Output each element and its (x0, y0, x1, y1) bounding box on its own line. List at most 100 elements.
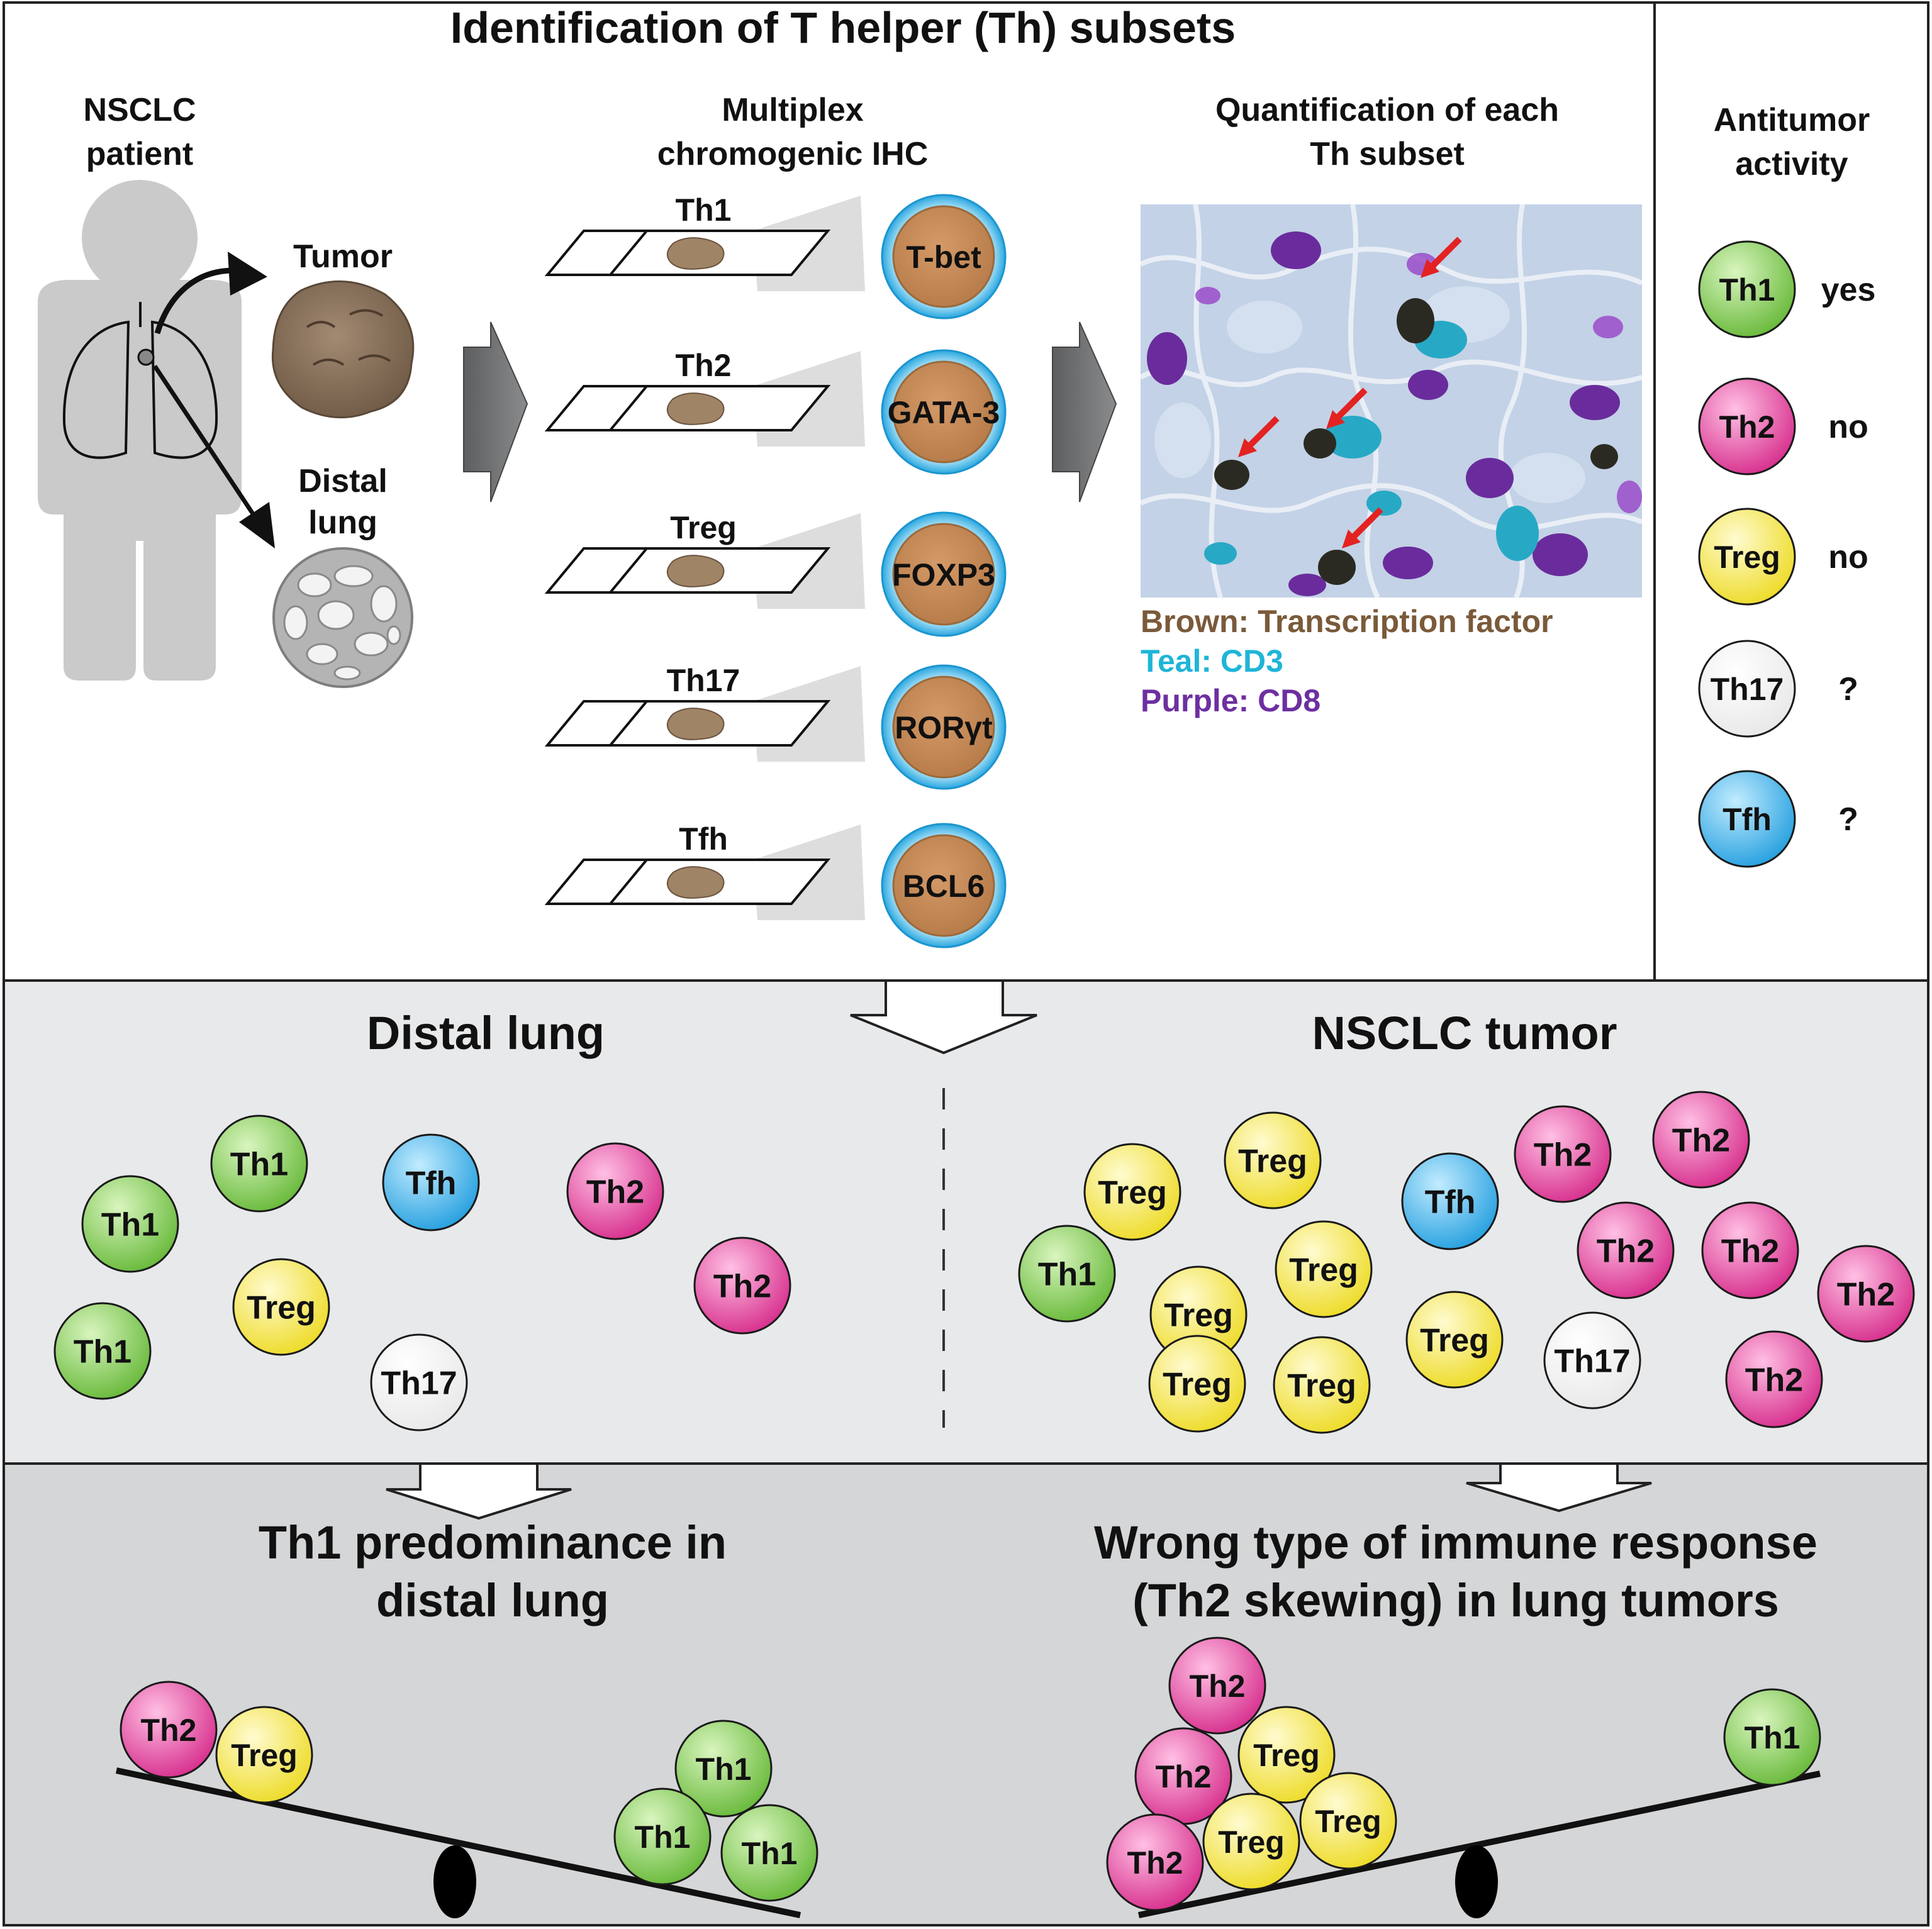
left-balance-cell-th2-label: Th2 (141, 1713, 197, 1748)
right-balance-cell-th2: Th2 (1168, 1637, 1266, 1735)
left-balance-cell-th2: Th2 (120, 1681, 218, 1779)
right-balance-cell-treg-label: Treg (1315, 1804, 1382, 1839)
arrow-ihc-to-quant-icon (1052, 321, 1117, 503)
antitumor-activity-tfh: ? (1838, 801, 1858, 838)
right-balance-cell-th2-label: Th2 (1156, 1759, 1212, 1794)
distal-lung-cell-th17: Th17 (370, 1333, 468, 1431)
nsclc-tumor-cell-treg: Treg (1224, 1111, 1322, 1209)
distal-lung-cell-th17-label: Th17 (381, 1365, 457, 1402)
nsclc-tumor-cell-th1-label: Th1 (1038, 1257, 1096, 1293)
micrograph-image (1141, 204, 1642, 598)
slide-subset-label: Th17 (667, 663, 740, 698)
nsclc-tumor-cell-treg-label: Treg (1289, 1252, 1358, 1289)
stain-legend-purple: Purple: CD8 (1141, 683, 1321, 718)
tumor-tissue-icon (271, 280, 415, 419)
distal-lung-cell-th2: Th2 (693, 1237, 791, 1335)
slide-subset-label: Treg (670, 510, 737, 545)
bottom-left-title-line2: distal lung (376, 1574, 609, 1626)
slide-subset-label: Tfh (679, 821, 728, 857)
distal-lung-cell-th2-label: Th2 (713, 1269, 771, 1305)
arrow-middle-to-left-bottom-icon (386, 1462, 572, 1520)
stain-legend-brown: Brown: Transcription factor (1141, 604, 1553, 639)
distal-lung-cell-th1-label: Th1 (101, 1207, 159, 1243)
nsclc-tumor-cell-treg-label: Treg (1164, 1298, 1233, 1334)
arrow-to-distal-lung (153, 365, 256, 517)
nsclc-tumor-cell-tfh-label: Tfh (1425, 1184, 1476, 1221)
left-balance-cell-th1: Th1 (720, 1804, 818, 1902)
nsclc-tumor-cell-th2: Th2 (1652, 1091, 1750, 1189)
antitumor-cell-th1-label: Th1 (1719, 272, 1775, 308)
distal-lung-cell-tfh-label: Tfh (406, 1165, 457, 1202)
human-silhouette-icon (38, 180, 242, 681)
left-balance-cell-th1-label: Th1 (635, 1820, 691, 1855)
antitumor-cell-treg-label: Treg (1714, 540, 1780, 575)
left-balance-cell-th1: Th1 (674, 1720, 773, 1818)
right-balance-cell-th1: Th1 (1723, 1688, 1821, 1786)
antitumor-activity-th17: ? (1838, 671, 1858, 708)
marker-label: RORγt (895, 710, 993, 745)
distal-lung-cell-treg: Treg (232, 1258, 330, 1356)
nsclc-tumor-cell-treg-label: Treg (1287, 1368, 1356, 1404)
distal-lung-cell-th1: Th1 (53, 1302, 152, 1400)
antitumor-activity-th2: no (1828, 409, 1868, 445)
nsclc-tumor-cell-th1: Th1 (1018, 1225, 1116, 1323)
distal-lung-cell-th1-label: Th1 (74, 1334, 131, 1370)
distal-lung-label-line1: Distal (298, 463, 388, 499)
slide-subset-label: Th2 (676, 348, 732, 383)
antitumor-cell-th2-label: Th2 (1719, 409, 1775, 445)
arrow-patient-to-ihc-icon (463, 321, 528, 503)
arrow-top-to-middle-icon (850, 979, 1037, 1055)
right-balance-cell-th2-label: Th2 (1127, 1845, 1183, 1881)
antitumor-activity-treg: no (1828, 539, 1868, 575)
distal-lung-cell-th1-label: Th1 (230, 1147, 288, 1183)
bottom-panel (3, 1462, 1929, 1926)
marker-label: BCL6 (903, 869, 985, 904)
marker-label: GATA-3 (888, 395, 1000, 430)
nsclc-tumor-cell-th2: Th2 (1817, 1245, 1915, 1343)
bottom-left-title-line1: Th1 predominance in (259, 1516, 727, 1569)
right-balance-cell-th2: Th2 (1106, 1813, 1204, 1911)
antitumor-title-line1: Antitumor (1714, 102, 1870, 138)
left-balance-cell-th1-label: Th1 (696, 1752, 752, 1787)
tissue-section-icon (666, 866, 725, 899)
nsclc-tumor-cell-tfh: Tfh (1401, 1152, 1499, 1250)
right-balance-cell-treg: Treg (1299, 1772, 1397, 1870)
middle-left-title: Distal lung (367, 1007, 605, 1059)
arrow-to-tumor (154, 267, 235, 335)
nsclc-tumor-cell-th2: Th2 (1701, 1201, 1799, 1299)
patient-label-line1: NSCLC (83, 92, 196, 128)
lung-tumor-spot-icon (137, 348, 155, 366)
left-balance-cell-treg-label: Treg (231, 1738, 298, 1773)
distal-lung-tissue-icon (272, 547, 413, 688)
distal-lung-cell-th2-label: Th2 (586, 1174, 644, 1211)
bottom-right-title-line1: Wrong type of immune response (1094, 1516, 1818, 1569)
antitumor-cell-th17-label: Th17 (1711, 672, 1784, 707)
right-balance-beam (1137, 1771, 1821, 1918)
antitumor-cell-tfh-label: Tfh (1723, 802, 1772, 837)
nsclc-tumor-cell-th17-label: Th17 (1554, 1343, 1630, 1380)
nsclc-tumor-cell-th2-label: Th2 (1597, 1233, 1655, 1270)
nsclc-tumor-cell-th17: Th17 (1543, 1311, 1641, 1409)
nsclc-tumor-cell-treg: Treg (1083, 1143, 1181, 1241)
nsclc-tumor-cell-th2: Th2 (1725, 1330, 1823, 1428)
antitumor-cell-treg: Treg (1698, 508, 1796, 606)
nsclc-tumor-cell-th2-label: Th2 (1837, 1277, 1895, 1313)
ihc-slides: Th1T-betTh2GATA-3TregFOXP3Th17RORγtTfhBC… (544, 192, 1007, 948)
nsclc-tumor-cell-treg: Treg (1273, 1336, 1371, 1434)
distal-lung-label-line2: lung (308, 504, 377, 541)
nsclc-tumor-cell-treg-label: Treg (1098, 1175, 1167, 1211)
patient-label-line2: patient (86, 136, 193, 172)
quant-label-line2: Th subset (1310, 136, 1465, 172)
right-balance-fulcrum-icon (1455, 1845, 1498, 1918)
right-balance-cell-treg: Treg (1202, 1793, 1300, 1891)
right-balance-cell-treg-label: Treg (1253, 1738, 1320, 1773)
nsclc-tumor-cell-treg: Treg (1149, 1265, 1248, 1364)
nsclc-tumor-cell-th2-label: Th2 (1721, 1233, 1779, 1270)
distal-lung-cell-th1: Th1 (81, 1175, 179, 1273)
arrow-head-distal-icon (239, 502, 275, 548)
distal-lung-cell-tfh: Tfh (382, 1133, 480, 1231)
